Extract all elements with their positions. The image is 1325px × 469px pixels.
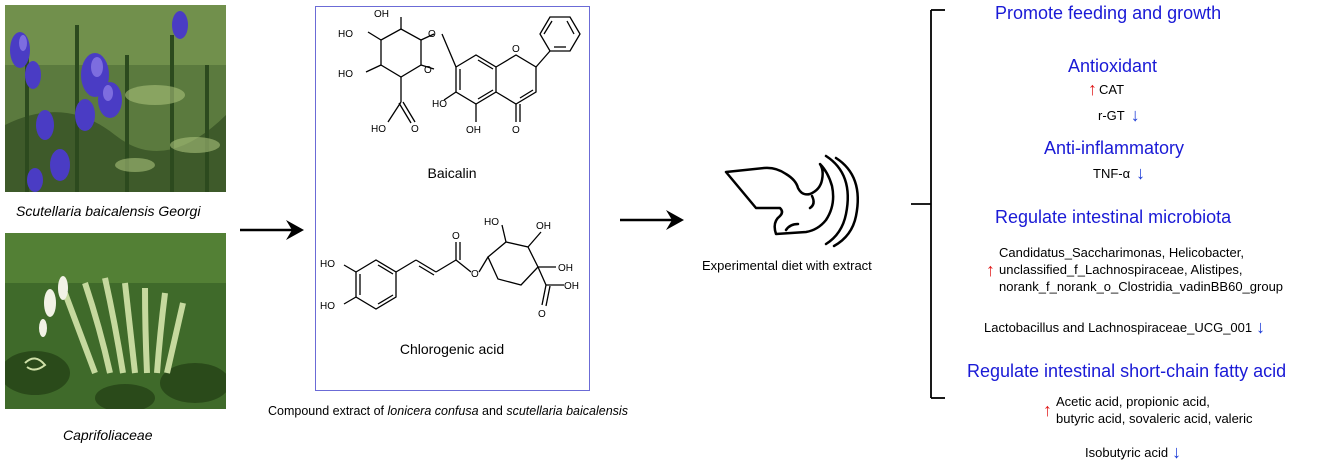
atom-ho-4: HO [432,99,447,110]
scutellaria-photo [5,5,226,192]
atom-ho-2: HO [338,69,353,80]
antioxidant-up: ↑ CAT [1088,79,1125,99]
right-arrow-icon [620,210,684,230]
extract-caption: Compound extract of lonicera confusa and… [268,404,628,418]
atom-ho-6: HO [320,301,335,312]
chlorogenic-acid-label: Chlorogenic acid [399,341,505,357]
anti-inflammatory-down: TNF-α ↓ [1093,163,1146,183]
microbiota-up-line: unclassified_f_Lachnospiraceae, Alistipe… [999,262,1243,277]
down-arrow-icon: ↓ [1172,442,1182,462]
atom-ho-7: HO [484,217,499,228]
atom-oh-3: OH [536,221,551,232]
microbiota-up-line: norank_f_norank_o_Clostridia_vadinBB60_g… [999,279,1284,294]
atom-o-2: O [411,124,419,135]
microbiota-heading: Regulate intestinal microbiota [995,207,1232,227]
scfa-down: Isobutyric acid ↓ [1085,442,1182,462]
scutellaria-caption: Scutellaria baicalensis Georgi [16,203,201,219]
up-arrow-icon: ↑ [986,259,995,280]
baicalin-structure: OH HO HO O O HO O HO OH O O [338,9,581,136]
atom-oh-5: OH [564,281,579,292]
chlorogenic-acid-structure: HO HO O O HO OH OH OH O [320,217,579,320]
diet-label: Experimental diet with extract [702,258,872,273]
atom-o-5: O [452,231,460,242]
up-arrow-icon: ↑ [1043,400,1052,420]
atom-o-1: O [428,29,436,40]
atom-o-ring: O [424,65,432,76]
caprifoliaceae-caption: Caprifoliaceae [63,427,153,443]
bracket-icon [911,9,945,399]
atom-o-3: O [512,125,520,136]
growth-heading: Promote feeding and growth [995,3,1222,23]
anti-inflammatory-heading: Anti-inflammatory [1044,138,1185,158]
scfa-up-line: Acetic acid, propionic acid, [1056,394,1210,409]
antioxidant-down: r-GT ↓ [1098,105,1140,125]
mouse-icon [724,154,860,248]
atom-o-4: O [512,44,520,55]
scfa-heading: Regulate intestinal short-chain fatty ac… [967,361,1287,381]
atom-o-7: O [538,309,546,320]
atom-o-6: O [471,269,479,280]
atom-ho-3: HO [371,124,386,135]
up-arrow-icon: ↑ [1088,79,1097,99]
microbiota-down: Lactobacillus and Lachnospiraceae_UCG_00… [984,317,1266,337]
down-arrow-icon: ↓ [1256,317,1266,337]
right-arrow-icon [240,220,304,240]
down-arrow-icon: ↓ [1130,105,1140,125]
atom-oh-1: OH [374,9,389,20]
atom-ho-5: HO [320,259,335,270]
atom-oh-4: OH [558,263,573,274]
compound-structures-box: OH HO HO O O HO O HO OH O O Baicalin [315,6,590,391]
antioxidant-heading: Antioxidant [1068,56,1158,76]
down-arrow-icon: ↓ [1136,163,1146,183]
microbiota-up-line: Candidatus_Saccharimonas, Helicobacter, [999,245,1244,260]
scfa-up: ↑ Acetic acid, propionic acid, butyric a… [1043,393,1253,427]
atom-ho-1: HO [338,29,353,40]
atom-oh-2: OH [466,125,481,136]
scfa-up-line: butyric acid, sovaleric acid, valeric [1056,411,1253,426]
baicalin-label: Baicalin [427,165,477,181]
microbiota-up: ↑ Candidatus_Saccharimonas, Helicobacter… [986,244,1283,295]
caprifoliaceae-photo [5,233,226,409]
